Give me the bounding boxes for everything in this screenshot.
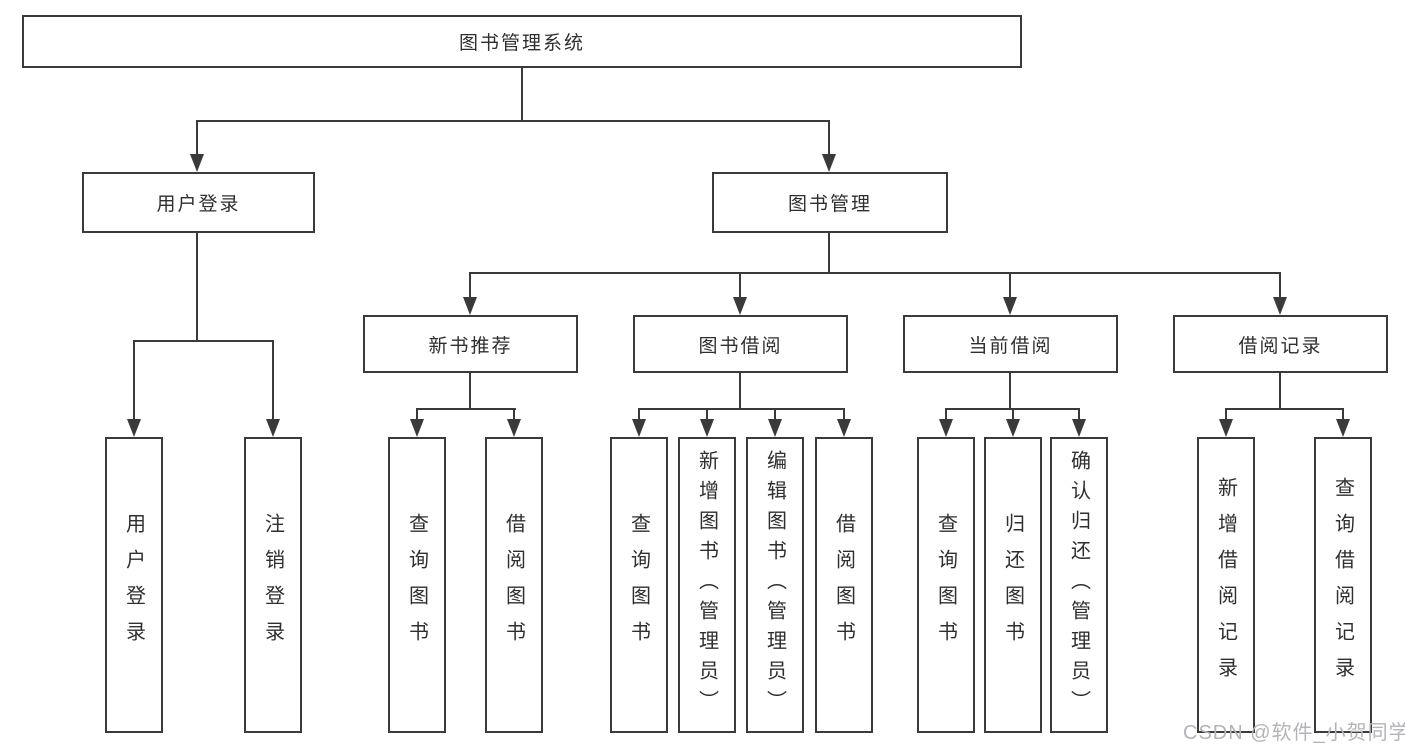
connector-to-user-login — [196, 120, 198, 156]
arrowhead-leaf-c3 — [768, 419, 782, 437]
arrowhead-recommend — [463, 297, 477, 315]
connector-borrow-stem — [739, 373, 741, 410]
node-current-borrow: 当前借阅 — [903, 315, 1118, 373]
connector-to-records — [1279, 272, 1281, 299]
leaf-search-books-borrow: 查询图书 — [610, 437, 668, 733]
connector-to-leaf-d2 — [1012, 408, 1014, 421]
connector-to-leaf-e2 — [1342, 408, 1344, 421]
node-book-borrow: 图书借阅 — [633, 315, 848, 373]
connector-to-leaf-logout — [272, 340, 274, 421]
leaf-confirm-return-admin: 确认归还（管理员） — [1050, 437, 1108, 733]
arrowhead-leaf-d3 — [1072, 419, 1086, 437]
arrowhead-current — [1003, 297, 1017, 315]
connector-records-stem — [1279, 373, 1281, 410]
arrowhead-leaf-c2 — [700, 419, 714, 437]
node-book-management: 图书管理 — [712, 172, 948, 233]
connector-recommend-stem — [469, 373, 471, 410]
connector-book-mgmt-stem — [828, 233, 830, 274]
arrowhead-leaf-login — [127, 419, 141, 437]
leaf-borrow-books-recommend: 借阅图书 — [485, 437, 543, 733]
leaf-search-books-current: 查询图书 — [917, 437, 975, 733]
arrowhead-leaf-b1 — [410, 419, 424, 437]
arrowhead-book-management — [822, 154, 836, 172]
connector-to-leaf-c3 — [774, 408, 776, 421]
leaf-add-book-admin: 新增图书（管理员） — [678, 437, 736, 733]
connector-to-leaf-c4 — [843, 408, 845, 421]
connector-records-bus — [1225, 408, 1343, 410]
leaf-search-borrow-record: 查询借阅记录 — [1314, 437, 1372, 733]
node-new-book-recommend: 新书推荐 — [363, 315, 578, 373]
arrowhead-leaf-c1 — [632, 419, 646, 437]
leaf-edit-book-admin: 编辑图书（管理员） — [746, 437, 804, 733]
arrowhead-leaf-b2 — [507, 419, 521, 437]
connector-to-leaf-b1 — [416, 408, 418, 421]
arrowhead-leaf-d2 — [1006, 419, 1020, 437]
connector-to-leaf-e1 — [1225, 408, 1227, 421]
arrowhead-leaf-c4 — [837, 419, 851, 437]
leaf-search-books-recommend: 查询图书 — [388, 437, 446, 733]
leaf-user-login: 用户登录 — [105, 437, 163, 733]
arrowhead-leaf-e1 — [1219, 419, 1233, 437]
connector-recommend-bus — [416, 408, 516, 410]
connector-to-recommend — [469, 272, 471, 299]
arrowhead-records — [1273, 297, 1287, 315]
connector-to-leaf-login — [133, 340, 135, 421]
leaf-add-borrow-record: 新增借阅记录 — [1197, 437, 1255, 733]
arrowhead-user-login — [190, 154, 204, 172]
csdn-watermark: CSDN @软件_小贺同学 — [1183, 722, 1405, 744]
leaf-return-book: 归还图书 — [984, 437, 1042, 733]
connector-to-current — [1009, 272, 1011, 299]
connector-to-book-management — [828, 120, 830, 156]
node-root-system: 图书管理系统 — [22, 15, 1022, 68]
connector-to-leaf-d3 — [1078, 408, 1080, 421]
connector-to-leaf-c1 — [638, 408, 640, 421]
connector-root-stem — [521, 68, 523, 120]
leaf-logout: 注销登录 — [244, 437, 302, 733]
arrowhead-leaf-e2 — [1336, 419, 1350, 437]
connector-to-leaf-d1 — [945, 408, 947, 421]
connector-user-login-stem — [196, 233, 198, 342]
leaf-borrow-books: 借阅图书 — [815, 437, 873, 733]
connector-to-leaf-b2 — [513, 408, 515, 421]
node-user-login: 用户登录 — [82, 172, 315, 233]
arrowhead-leaf-logout — [266, 419, 280, 437]
connector-root-bus — [196, 120, 830, 122]
connector-borrow-bus — [638, 408, 845, 410]
node-borrow-records: 借阅记录 — [1173, 315, 1388, 373]
connector-to-leaf-c2 — [706, 408, 708, 421]
connector-book-mgmt-bus — [469, 272, 1281, 274]
connector-to-borrow — [739, 272, 741, 299]
arrowhead-leaf-d1 — [939, 419, 953, 437]
connector-current-stem — [1009, 373, 1011, 410]
connector-user-login-bus — [133, 340, 274, 342]
arrowhead-borrow — [733, 297, 747, 315]
